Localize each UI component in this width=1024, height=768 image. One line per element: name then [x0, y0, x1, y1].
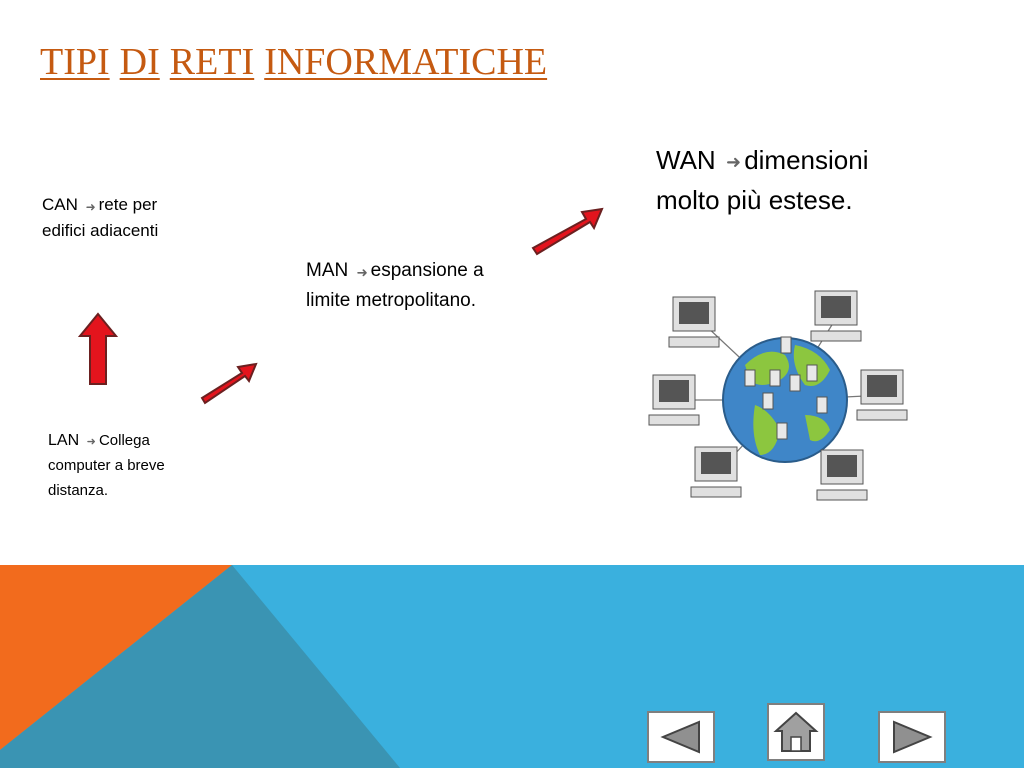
wan-label: WAN: [656, 145, 716, 175]
decorative-footer-band: [0, 565, 1024, 768]
lan-description: Collega computer a breve distanza.: [48, 432, 165, 499]
wan-text: WAN ➜dimensioni molto più estese.: [656, 140, 926, 220]
arrow-right-icon: ➜: [85, 200, 96, 214]
next-slide-button[interactable]: [878, 711, 946, 763]
man-label: MAN: [306, 260, 349, 281]
title-word: DI: [119, 41, 160, 83]
previous-slide-button[interactable]: [647, 711, 715, 763]
wan-description: dimensioni molto più estese.: [656, 145, 869, 215]
arrow-diagonal-icon: [200, 362, 258, 405]
triangle-left-icon: [660, 720, 700, 754]
title-word: TIPI: [40, 41, 110, 83]
arrow-right-icon: ➜: [725, 152, 742, 172]
title-word: INFORMATICHE: [264, 41, 548, 83]
can-description: rete per edifici adiacenti: [42, 195, 159, 240]
can-label: CAN: [42, 195, 78, 214]
man-text: MAN ➜espansione a limite metropolitano.: [306, 256, 516, 316]
home-button[interactable]: [767, 703, 825, 761]
title-word: RETI: [169, 41, 255, 83]
triangle-right-icon: [893, 720, 933, 754]
arrow-diagonal-icon: [531, 207, 604, 256]
home-icon: [773, 711, 819, 752]
can-text: CAN ➜rete per edifici adiacenti: [42, 192, 162, 244]
arrow-up-icon: [78, 312, 118, 385]
network-globe-illustration: [648, 290, 908, 501]
lan-label: LAN: [48, 432, 80, 449]
arrow-right-icon: ➜: [356, 265, 368, 280]
arrow-right-icon: ➜: [86, 436, 96, 448]
lan-text: LAN ➜Collega computer a breve distanza.: [48, 428, 188, 503]
man-description: espansione a limite metropolitano.: [306, 260, 484, 311]
